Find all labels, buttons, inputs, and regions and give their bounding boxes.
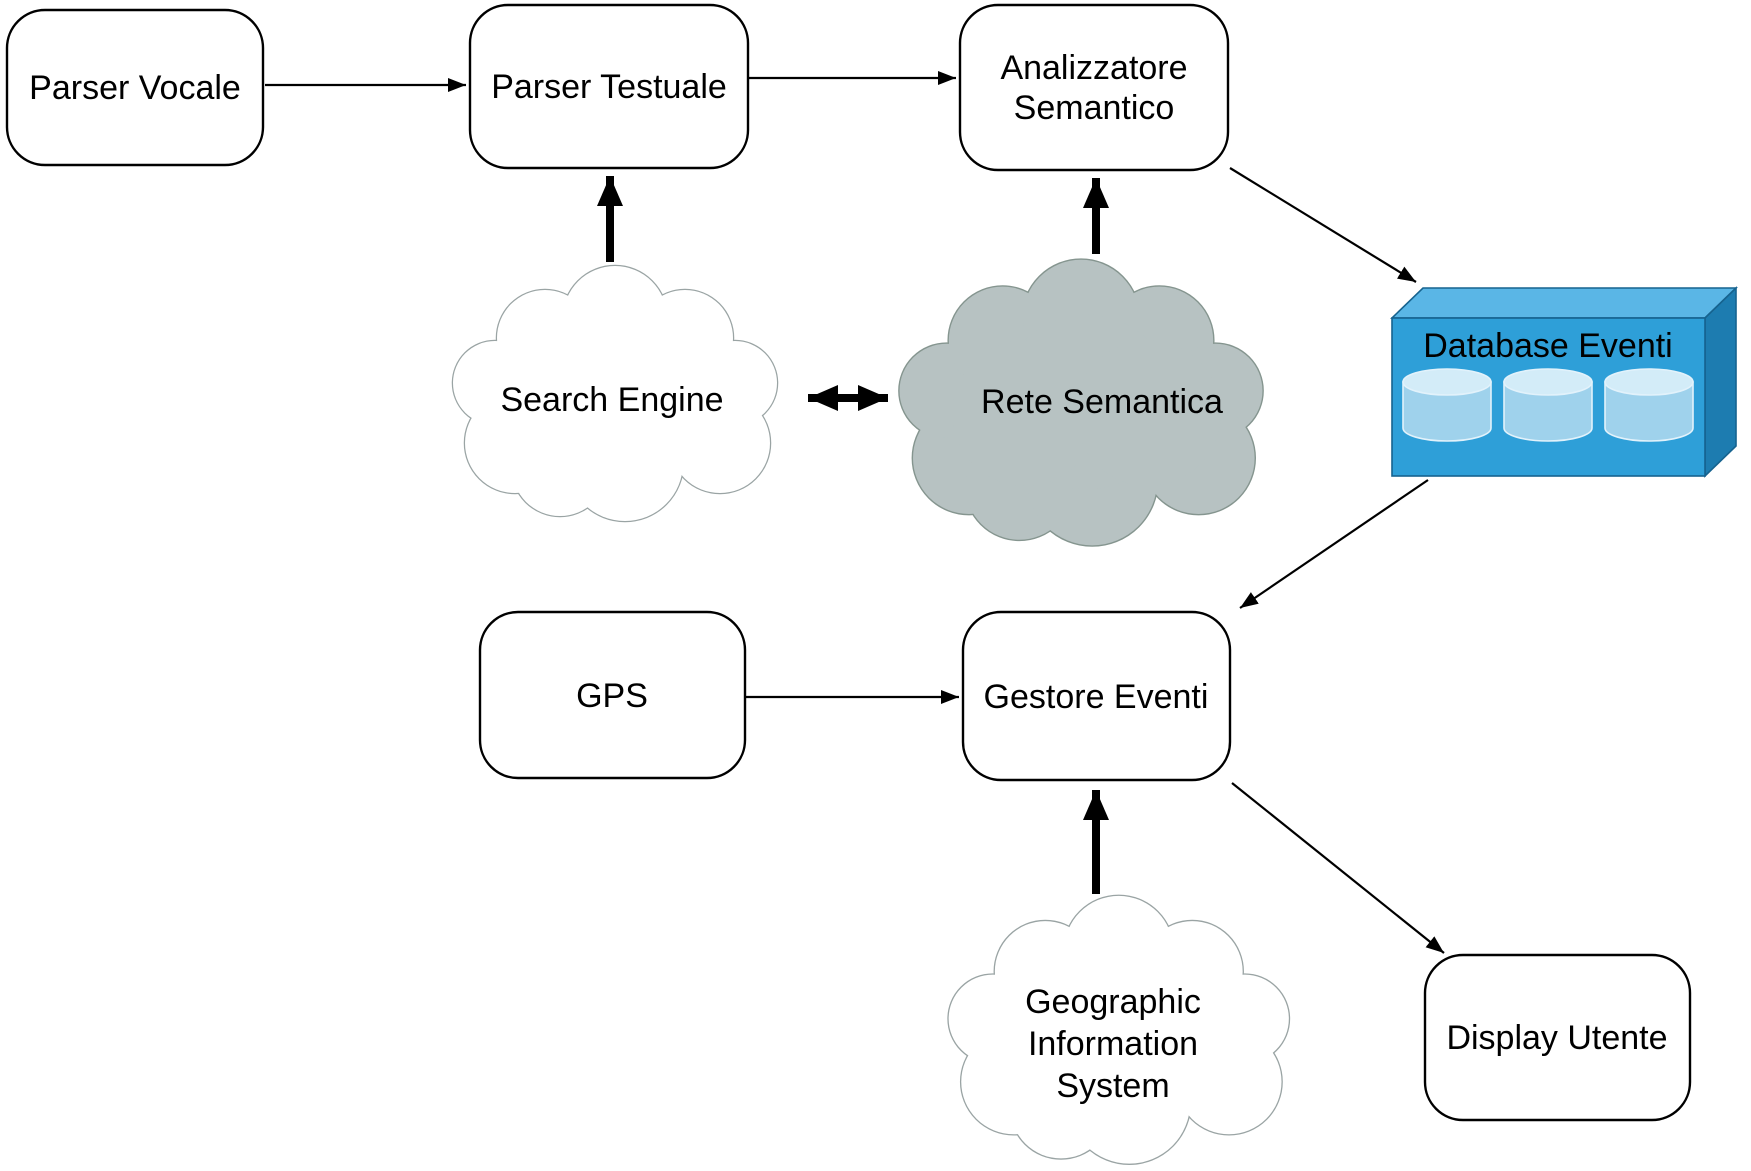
node-rete-semantica: Rete Semantica [898,258,1264,547]
node-gestore-eventi: Gestore Eventi [961,610,1232,782]
database-cylinder-1-top [1402,368,1492,396]
edges [265,71,1445,954]
parser-vocale-box [5,8,265,167]
gps-box [478,610,747,780]
gis-label-line2: Information [1028,1025,1198,1063]
gestore-eventi-label: Gestore Eventi [984,678,1209,716]
node-parser-testuale: Parser Testuale [468,3,750,170]
node-parser-vocale: Parser Vocale [5,8,265,167]
database-top-face [1390,287,1738,319]
database-cylinders [1402,368,1694,442]
database-cylinder-2-top [1503,368,1593,396]
analizzatore-semantico-label-line1: Analizzatore [1000,49,1187,87]
node-gps: GPS [478,610,747,780]
database-side-face [1704,286,1737,478]
parser-testuale-label: Parser Testuale [491,68,727,106]
gps-label: GPS [576,677,648,715]
rete-semantica-label: Rete Semantica [981,383,1223,421]
database-cylinder-1-body [1402,381,1492,442]
node-display-utente: Display Utente [1423,953,1692,1122]
display-utente-label: Display Utente [1446,1019,1667,1057]
database-cylinder-3-top [1604,368,1694,396]
arrow-database-eventi-to-gestore-eventi [1239,479,1429,609]
gis-label-line3: System [1056,1067,1169,1105]
database-cylinder-3-body [1604,381,1694,442]
node-database-eventi: Database Eventi [1390,286,1738,478]
gestore-eventi-box [961,610,1232,782]
gis-label-line1: Geographic [1025,983,1201,1021]
database-eventi-label: Database Eventi [1423,327,1673,365]
arrow-gestore-eventi-to-display-utente [1231,782,1445,954]
analizzatore-semantico-box [958,3,1230,172]
display-utente-box [1423,953,1692,1122]
analizzatore-semantico-label-line2: Semantico [1014,89,1175,127]
parser-vocale-label: Parser Vocale [29,69,241,107]
node-geographic-information-system: Geographic Information System [947,894,1291,1165]
database-cylinder-2-body [1503,381,1593,442]
search-engine-label: Search Engine [500,381,723,419]
parser-testuale-box [468,3,750,170]
node-search-engine: Search Engine [451,264,779,523]
arrow-analizzatore-to-database-eventi [1229,167,1417,283]
node-analizzatore-semantico: Analizzatore Semantico [958,3,1230,172]
